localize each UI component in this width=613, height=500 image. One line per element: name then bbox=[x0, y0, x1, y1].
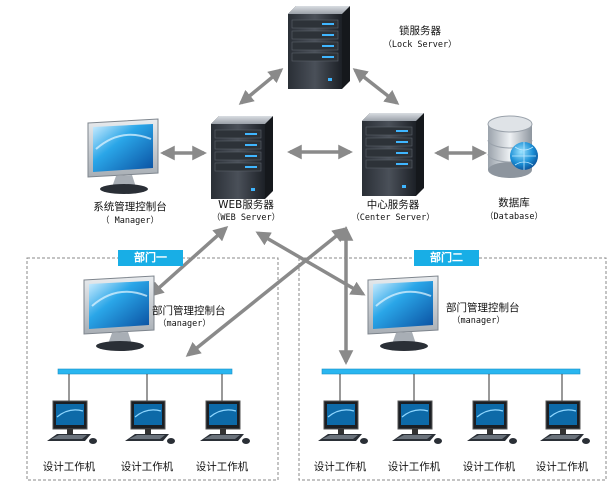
dept1-network-bus bbox=[57, 368, 233, 401]
workstation-label: 设计工作机 bbox=[387, 461, 441, 473]
web-server-sublabel: （WEB Server） bbox=[211, 213, 281, 223]
workstation-label: 设计工作机 bbox=[462, 461, 516, 473]
connection-arrows bbox=[148, 68, 487, 365]
dept2-console-label: 部门管理控制台 bbox=[446, 302, 520, 314]
workstation-label: 设计工作机 bbox=[42, 461, 96, 473]
web-server-label: WEB服务器 bbox=[218, 199, 274, 211]
center-server-sublabel: （Center Server） bbox=[351, 213, 435, 223]
department-two-box bbox=[298, 257, 607, 481]
dept1-console-monitor-icon bbox=[83, 275, 155, 351]
workstation-icon bbox=[200, 400, 250, 444]
dept1-console-sublabel: （manager） bbox=[158, 319, 211, 329]
dept1-console-label: 部门管理控制台 bbox=[152, 305, 226, 317]
arrow-center-dept1-network bbox=[185, 227, 348, 357]
workstation-icon bbox=[318, 400, 368, 444]
lock-server-label: 锁服务器 bbox=[399, 25, 441, 37]
dept2-console-sublabel: （manager） bbox=[452, 316, 505, 326]
database-label: 数据库 bbox=[498, 197, 530, 209]
dept2-network-bus bbox=[321, 368, 581, 401]
workstation-label: 设计工作机 bbox=[195, 461, 249, 473]
workstation-icon bbox=[540, 400, 590, 444]
workstation-icon bbox=[467, 400, 517, 444]
database-sublabel: （Database） bbox=[485, 212, 543, 222]
lock-server-sublabel: （Lock Server） bbox=[383, 40, 457, 50]
center-server-icon bbox=[362, 113, 424, 196]
system-manager-sublabel: （ Manager） bbox=[101, 216, 159, 226]
dept2-tab: 部门二 bbox=[414, 250, 479, 266]
workstation-icon bbox=[125, 400, 175, 444]
arrow-lock-center bbox=[352, 68, 400, 105]
web-server-icon bbox=[211, 116, 273, 199]
system-manager-monitor-icon bbox=[87, 118, 159, 194]
workstation-label: 设计工作机 bbox=[313, 461, 367, 473]
lock-server-icon bbox=[288, 6, 350, 89]
arrow-web-lock bbox=[238, 68, 284, 105]
dept1-tab: 部门一 bbox=[118, 250, 183, 266]
system-manager-label: 系统管理控制台 bbox=[93, 201, 167, 213]
workstation-icon bbox=[47, 400, 97, 444]
database-icon bbox=[487, 115, 538, 178]
center-server-label: 中心服务器 bbox=[366, 199, 420, 211]
workstation-label: 设计工作机 bbox=[120, 461, 174, 473]
dept2-console-monitor-icon bbox=[367, 275, 439, 351]
workstation-label: 设计工作机 bbox=[535, 461, 589, 473]
workstation-icon bbox=[392, 400, 442, 444]
